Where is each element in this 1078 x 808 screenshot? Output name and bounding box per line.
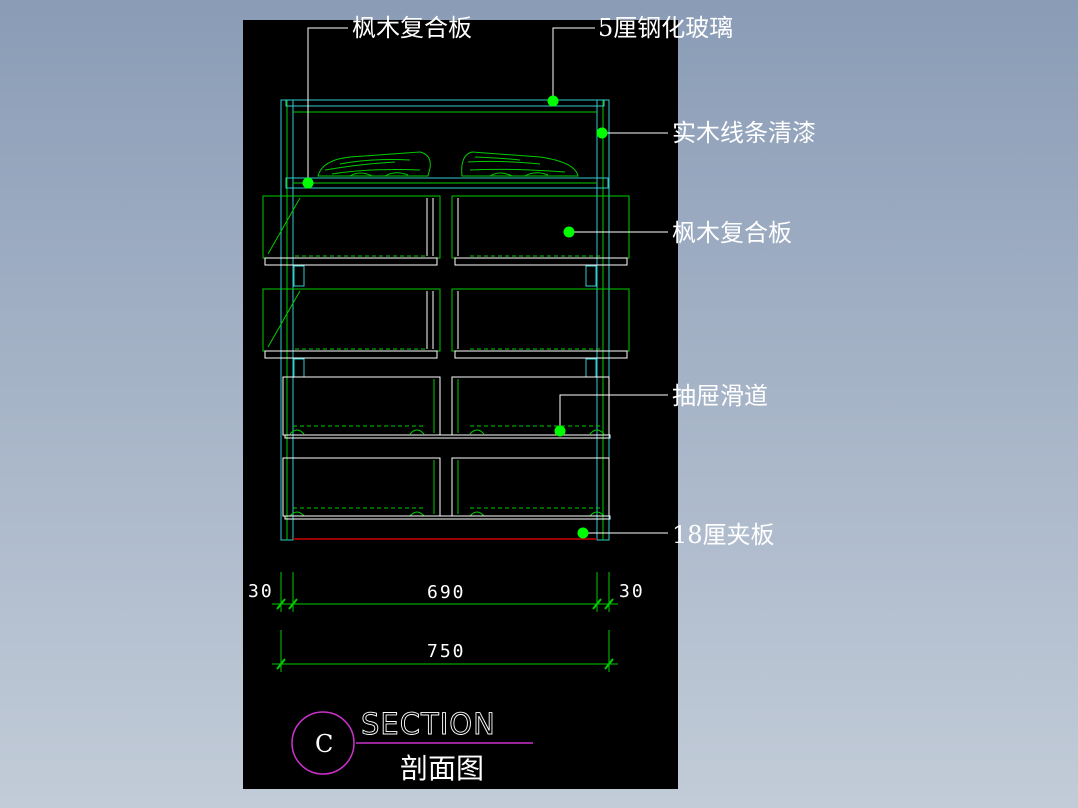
leaders [307, 27, 668, 534]
dim-right-side: 30 [619, 581, 645, 602]
cabinet-frame [280, 99, 610, 541]
dimension-lines [272, 572, 618, 672]
leader-dots [302, 95, 608, 539]
title-symbol: C [315, 730, 333, 758]
dot-slide [554, 425, 566, 437]
dot-glass [547, 95, 559, 107]
label-drawer-panel: 枫木复合板 [672, 219, 792, 247]
shoe-left [317, 151, 431, 177]
shoe-right [461, 151, 579, 177]
dim-total-width: 750 [427, 641, 466, 662]
label-glass: 5厘钢化玻璃 [598, 14, 733, 42]
dim-left-side: 30 [248, 581, 274, 602]
shelf-glass [285, 177, 609, 189]
drawers [262, 195, 630, 520]
leader-slide [559, 394, 668, 431]
dim-inner-width: 690 [427, 582, 466, 603]
title-heading: SECTION [361, 707, 496, 741]
leader-glass [552, 27, 595, 101]
label-slide: 抽屉滑道 [672, 382, 768, 410]
title-block: C SECTION 剖面图 [291, 707, 533, 785]
label-top-left-panel: 枫木复合板 [352, 14, 472, 42]
title-circle [291, 711, 355, 775]
dot-trim [596, 127, 608, 139]
title-subheading: 剖面图 [400, 752, 484, 785]
dot-plywood [577, 527, 589, 539]
dot-top-left-panel [302, 177, 314, 189]
top-glass [285, 99, 605, 107]
label-trim: 实木线条清漆 [672, 119, 816, 147]
label-plywood: 18厘夹板 [672, 521, 775, 549]
drawing-sheet [243, 20, 678, 789]
dot-drawer-panel [563, 226, 575, 238]
leader-top-left-panel [307, 27, 348, 183]
